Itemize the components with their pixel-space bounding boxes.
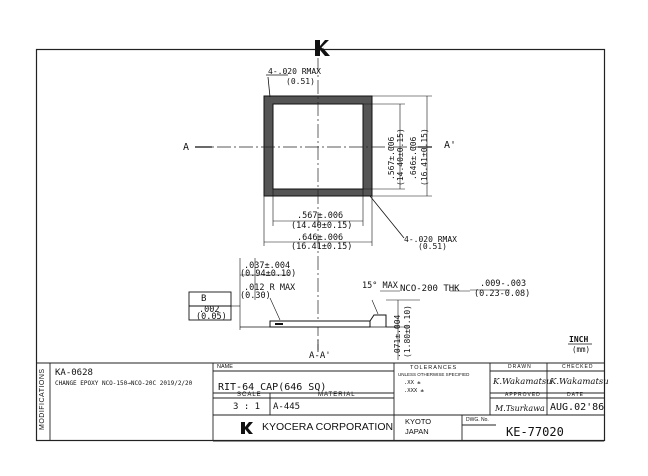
- corner-radius-top: 4-.020 RMAX: [268, 67, 321, 76]
- tolerance-line-1: .XX ±: [404, 380, 421, 386]
- height-dim: .071±.004: [393, 314, 402, 358]
- thickness-metric: (0.23-0.08): [474, 289, 531, 299]
- modifications-label: MODIFICATIONS: [39, 368, 46, 430]
- material-value: A-445: [273, 402, 301, 412]
- tolerance-line-2: .XXX ±: [404, 388, 424, 394]
- corner-radius-bottom: 4-.020 RMAX: [404, 235, 457, 244]
- material-note: NCO-200 THK: [400, 284, 460, 294]
- tolerances-note: UNLESS OTHERWISE SPECIFIED: [398, 372, 470, 377]
- revision-note: CHANGE EPOXY NCO-150→NCO-20C 2019/2/20: [55, 380, 193, 387]
- material-label: MATERIAL: [318, 392, 356, 398]
- flatness-symbol: B: [201, 294, 207, 304]
- kyocera-logo-icon: [315, 39, 331, 56]
- scale-label: SCALE: [237, 392, 262, 398]
- radius-small: .012 R MAX: [244, 283, 296, 293]
- units-metric: (mm): [572, 345, 591, 354]
- height-dim-metric: (1.80±0.10): [403, 305, 412, 358]
- section-label-left: A: [183, 142, 190, 153]
- title-block-lines: [36, 362, 604, 442]
- drawn-signature: K.Wakamatsu: [493, 377, 552, 387]
- outer-width-dim: .646±.006: [297, 233, 344, 243]
- section-label-right: A': [444, 140, 457, 151]
- section-label-bottom: A-A': [309, 351, 331, 361]
- company-name: KYOCERA CORPORATION: [262, 421, 394, 433]
- inner-height-metric: (14.40±0.15): [396, 128, 405, 186]
- dwg-no-label: DWG. No.: [466, 417, 489, 423]
- date-value: AUG.02'86: [550, 402, 605, 413]
- drawn-label: DRAWN: [508, 364, 532, 370]
- dwg-no: KE-77020: [506, 425, 564, 439]
- outer-height-dim: .646±.006: [409, 136, 418, 180]
- date-label: DATE: [567, 392, 584, 398]
- checked-signature: K.Wakamatsu: [550, 377, 609, 387]
- inner-height-dim: .567±.006: [387, 136, 396, 180]
- location-line-1: KYOTO: [405, 417, 432, 426]
- lip-dim-metric: (0.94±0.10): [240, 269, 297, 279]
- approved-label: APPROVED: [505, 392, 541, 398]
- approved-signature: M.Tsurkawa: [495, 404, 545, 413]
- inner-width-dim: .567±.006: [297, 211, 344, 221]
- flatness-metric: (0.05): [196, 312, 227, 322]
- kyocera-company-logo-icon: [241, 422, 253, 434]
- flatness-value: .002: [199, 305, 220, 315]
- thickness-dim: .009-.003: [480, 279, 527, 289]
- lip-dim: .037±.004: [244, 261, 291, 271]
- radius-small-metric: (0.30): [240, 291, 271, 301]
- name-label: NAME: [217, 364, 233, 370]
- section-view: [188, 258, 510, 360]
- outer-height-metric: (16.41±0.15): [420, 128, 429, 186]
- units-label: INCH: [569, 335, 589, 344]
- angle-note: 15° MAX: [362, 281, 398, 291]
- outer-width-metric: (16.41±0.15): [291, 242, 353, 252]
- part-name: RIT-64 CAP(646 SQ): [218, 382, 327, 393]
- revision-id: KA-0628: [55, 368, 93, 378]
- scale-value: 3 : 1: [233, 402, 261, 412]
- corner-radius-bottom-metric: (0.51): [418, 242, 447, 251]
- corner-radius-top-metric: (0.51): [286, 77, 315, 86]
- location-line-2: JAPAN: [405, 427, 429, 436]
- checked-label: CHECKED: [562, 364, 594, 370]
- inner-width-metric: (14.40±0.15): [291, 221, 353, 231]
- plan-view: [195, 58, 432, 350]
- tolerances-label: TOLERANCES: [410, 365, 458, 371]
